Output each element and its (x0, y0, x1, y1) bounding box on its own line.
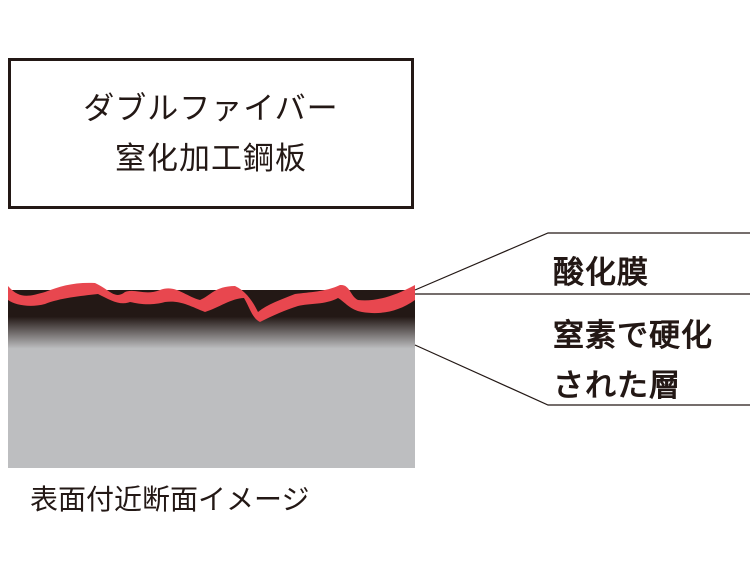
product-name-box: ダブルファイバー 窒化加工鋼板 (8, 58, 414, 209)
steel-layer (8, 290, 415, 468)
oxide-leader-line (414, 232, 750, 291)
diagram-caption: 表面付近断面イメージ (30, 483, 310, 516)
nitrided-leader-line (414, 344, 750, 406)
product-name-line2: 窒化加工鋼板 (115, 140, 307, 177)
nitrided-layer-label-1: 窒素で硬化 (553, 318, 713, 354)
nitrided-layer-label-2: された層 (553, 368, 681, 404)
product-name-line1: ダブルファイバー (83, 90, 339, 127)
oxide-film-label: 酸化膜 (553, 255, 649, 291)
oxide-film (8, 282, 415, 322)
